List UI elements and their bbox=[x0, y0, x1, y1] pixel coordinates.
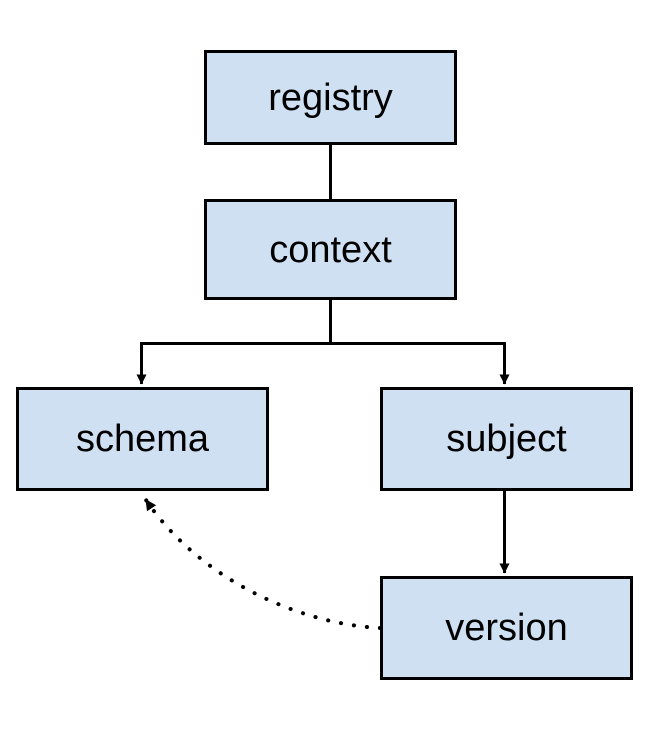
node-registry-label: registry bbox=[268, 76, 393, 119]
node-version[interactable]: version bbox=[380, 576, 633, 680]
node-subject[interactable]: subject bbox=[380, 387, 633, 491]
node-context-label: context bbox=[269, 228, 392, 271]
node-registry[interactable]: registry bbox=[204, 50, 457, 145]
node-schema-label: schema bbox=[75, 418, 210, 460]
node-subject-label: subject bbox=[446, 418, 567, 460]
node-context[interactable]: context bbox=[204, 199, 457, 300]
edge-context-split-trunk bbox=[140, 300, 506, 345]
edge-version-to-schema bbox=[144, 498, 382, 630]
node-version-label: version bbox=[445, 607, 568, 649]
node-schema[interactable]: schema bbox=[16, 387, 269, 491]
